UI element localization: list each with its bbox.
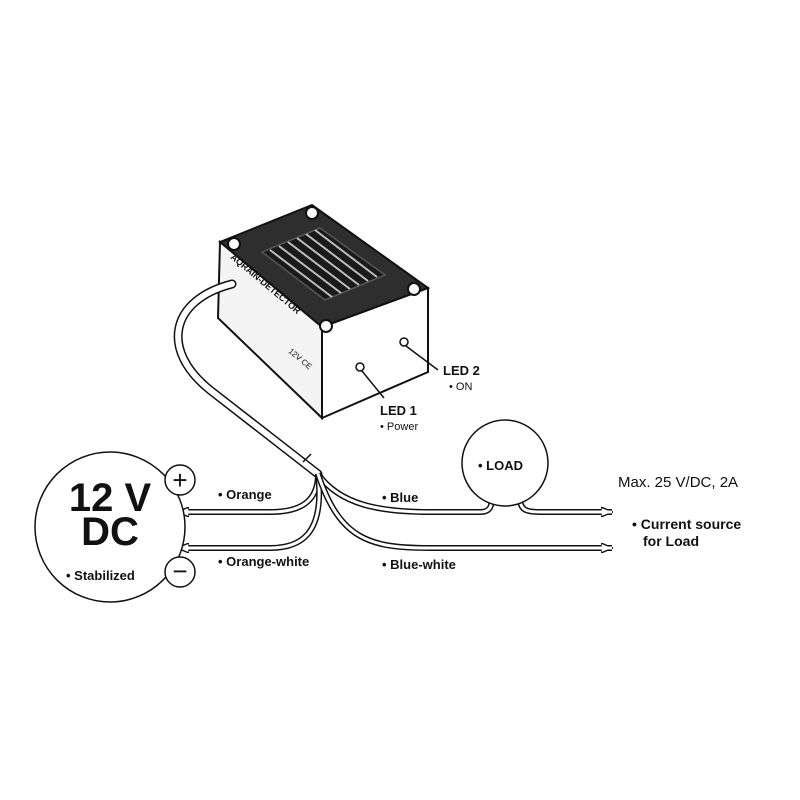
led1-desc: Power — [380, 422, 418, 433]
led-2-indicator — [399, 337, 409, 347]
screw-hole — [319, 319, 333, 333]
led2-title: LED 2 — [443, 363, 480, 378]
current-source-line2: for Load — [643, 533, 699, 549]
wire-label-blue-white: Blue-white — [382, 558, 456, 571]
wire-orange-white — [178, 473, 323, 548]
minus-symbol: − — [172, 556, 188, 586]
screw-hole — [305, 206, 319, 220]
current-source-line1: Current source — [632, 517, 741, 531]
stabilized-label: Stabilized — [66, 569, 135, 582]
plus-symbol: + — [172, 465, 188, 495]
wire-label-orange-white: Orange-white — [218, 555, 309, 568]
cable — [173, 279, 323, 479]
rain-detector-device: AQRAIN-DETECTOR 12V CE — [216, 203, 439, 421]
screw-hole — [407, 282, 421, 296]
sensor-grille — [260, 227, 387, 301]
load-rating: Max. 25 V/DC, 2A — [618, 474, 739, 491]
plus-terminal — [164, 464, 196, 496]
power-supply-circle — [34, 451, 186, 603]
screw-hole — [227, 237, 241, 251]
device-right-face — [321, 286, 429, 420]
voltage-label-line1: 12 V — [68, 476, 152, 520]
led1-title: LED 1 — [380, 403, 417, 418]
voltage-label-line2: DC — [81, 510, 139, 554]
wire-blue-white — [315, 473, 612, 548]
wire-label-blue: Blue — [382, 491, 418, 504]
led2-desc: ON — [449, 382, 473, 393]
load-label: LOAD — [478, 459, 523, 472]
led-1-indicator — [355, 362, 365, 372]
wire-label-orange: Orange — [218, 488, 272, 501]
minus-terminal — [164, 556, 196, 588]
